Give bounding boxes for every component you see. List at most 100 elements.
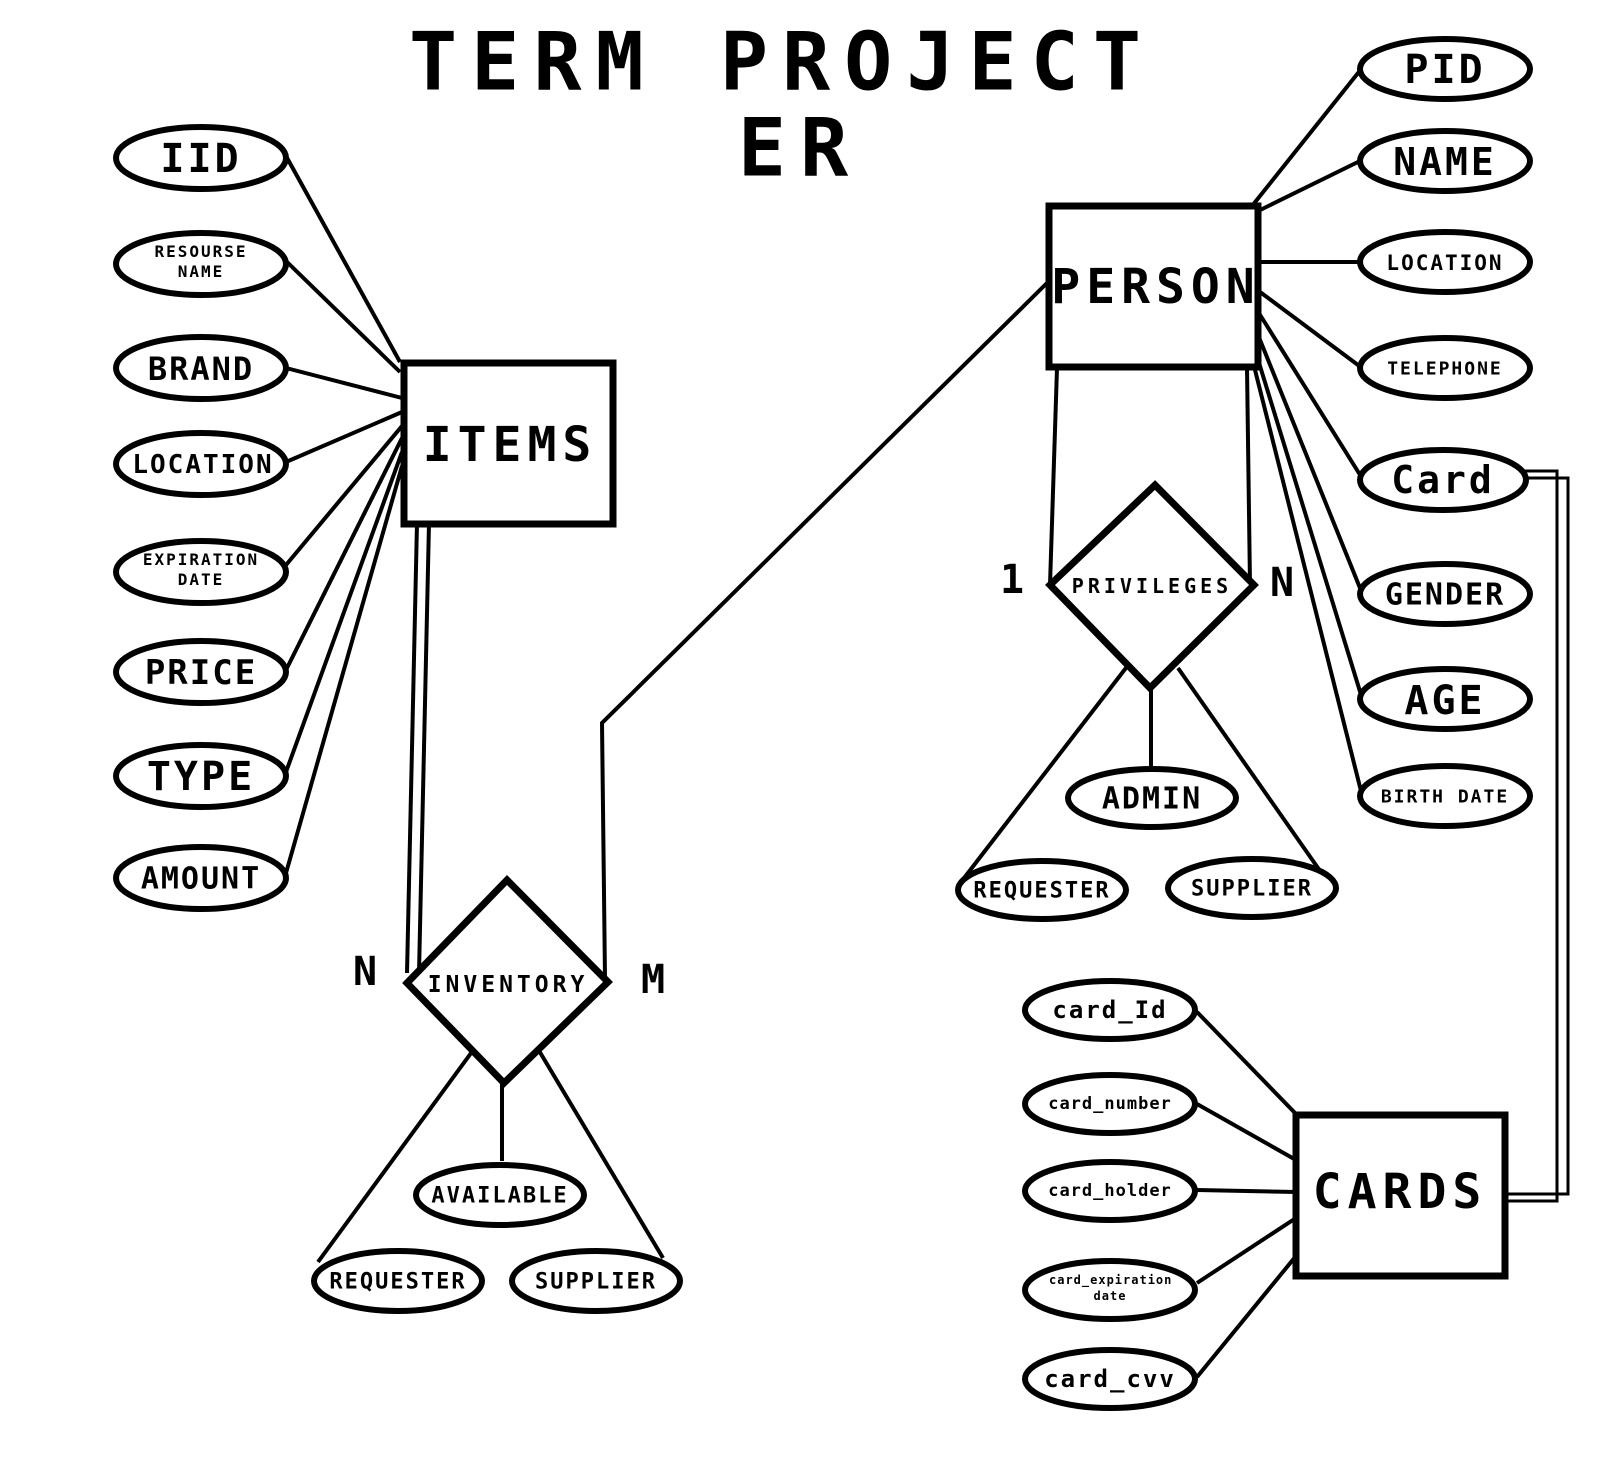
svg-text:card_number: card_number <box>1048 1094 1172 1114</box>
items-attribute-price: PRICE <box>113 638 289 706</box>
svg-text:PID: PID <box>1404 47 1485 93</box>
person-attribute-card: Card <box>1357 447 1529 513</box>
entity-cards-label: CARDS <box>1313 1164 1488 1220</box>
link-card-id <box>1195 1010 1298 1116</box>
items-attribute-location: LOCATION <box>113 430 289 498</box>
link-gender <box>1250 319 1364 594</box>
svg-text:BRAND: BRAND <box>148 350 254 388</box>
svg-text:TYPE: TYPE <box>147 754 255 800</box>
privileges-cardinality-1: 1 <box>1000 557 1024 603</box>
svg-text:GENDER: GENDER <box>1385 578 1505 613</box>
items-attribute-amount: AMOUNT <box>113 844 289 912</box>
link-inventory-requester <box>316 1047 476 1264</box>
inventory-attribute-supplier: SUPPLIER <box>509 1248 683 1314</box>
person-attribute-age: AGE <box>1357 666 1533 732</box>
svg-text:AMOUNT: AMOUNT <box>141 862 261 897</box>
link-card-holder <box>1196 1188 1297 1194</box>
svg-text:card_Id: card_Id <box>1052 996 1167 1024</box>
link-name <box>1251 158 1363 216</box>
items-attribute-brand: BRAND <box>113 334 289 402</box>
items-attribute-expiration-date: EXPIRATION DATE <box>113 538 289 606</box>
svg-text:Card: Card <box>1391 458 1495 502</box>
person-attribute-gender: GENDER <box>1357 561 1533 627</box>
link-privileges-supplier <box>1176 666 1327 880</box>
person-attribute-pid: PID <box>1357 36 1533 102</box>
link-card-cards-b <box>1507 476 1570 1196</box>
link-person-privileges-left <box>1048 367 1059 586</box>
svg-text:REQUESTER: REQUESTER <box>329 1270 466 1295</box>
cards-attribute-card-expiration-date: card_expiration date <box>1022 1258 1198 1322</box>
items-attribute-type: TYPE <box>113 742 289 810</box>
link-type <box>284 451 404 773</box>
svg-text:SUPPLIER: SUPPLIER <box>1191 877 1313 902</box>
link-card-expiration <box>1195 1216 1298 1285</box>
link-items-inventory-a <box>405 522 419 974</box>
items-attribute-resourse-name: RESOURSE NAME <box>113 230 289 298</box>
entity-cards: CARDS <box>1292 1111 1509 1280</box>
relationship-privileges-label: PRIVILEGES <box>1072 574 1232 598</box>
svg-text:IID: IID <box>160 136 241 182</box>
link-pid <box>1250 66 1364 208</box>
relationship-privileges: PRIVILEGES <box>1045 480 1259 693</box>
link-telephone <box>1250 284 1364 370</box>
link-person-privileges-right <box>1245 367 1252 586</box>
entity-person-label: PERSON <box>1051 259 1260 315</box>
inventory-attribute-requester: REQUESTER <box>311 1248 485 1314</box>
link-iid <box>284 155 402 363</box>
link-birth-date <box>1250 357 1364 796</box>
entity-items-label: ITEMS <box>423 417 598 473</box>
link-card <box>1250 300 1364 480</box>
diagram-title-line2: ER <box>738 102 862 195</box>
diagram-title-line1: TERM PROJECT <box>409 16 1155 109</box>
link-items-location <box>285 410 403 464</box>
link-card-cvv <box>1195 1254 1298 1379</box>
cards-attribute-card-holder: card_holder <box>1022 1159 1198 1223</box>
link-brand <box>285 366 403 400</box>
privileges-cardinality-n: N <box>1270 560 1294 606</box>
privileges-attribute-admin: ADMIN <box>1065 766 1239 830</box>
items-attribute-iid: IID <box>113 124 289 192</box>
svg-text:LOCATION: LOCATION <box>132 450 273 480</box>
svg-text:SUPPLIER: SUPPLIER <box>535 1270 657 1295</box>
svg-text:ADMIN: ADMIN <box>1102 782 1202 817</box>
inventory-cardinality-n: N <box>353 949 377 995</box>
privileges-attribute-requester: REQUESTER <box>955 858 1129 922</box>
cards-attribute-card-id: card_Id <box>1022 978 1198 1042</box>
link-price <box>284 437 404 671</box>
relationship-inventory-label: INVENTORY <box>428 972 589 998</box>
person-attribute-telephone: TELEPHONE <box>1357 335 1533 401</box>
inventory-attribute-available: AVAILABLE <box>413 1162 587 1228</box>
svg-text:PRICE: PRICE <box>145 653 257 693</box>
svg-text:AVAILABLE: AVAILABLE <box>431 1184 568 1209</box>
link-privileges-requester <box>959 662 1131 884</box>
link-items-inventory-b <box>417 522 431 974</box>
cards-attribute-card-cvv: card_cvv <box>1022 1347 1198 1411</box>
link-amount <box>284 465 404 874</box>
link-inventory-person <box>599 279 1051 980</box>
relationship-inventory: INVENTORY <box>402 875 613 1088</box>
link-age <box>1250 339 1364 699</box>
link-card-number <box>1196 1102 1297 1162</box>
svg-text:BIRTH DATE: BIRTH DATE <box>1381 787 1509 808</box>
link-resourse-name <box>284 259 402 374</box>
link-inventory-supplier <box>533 1042 665 1260</box>
link-card-cards-a <box>1507 469 1559 1203</box>
person-attribute-name: NAME <box>1357 128 1533 194</box>
person-attribute-location: LOCATION <box>1357 229 1533 295</box>
entity-person: PERSON <box>1045 202 1262 371</box>
connector-lines <box>284 66 1570 1379</box>
person-attribute-birth-date: BIRTH DATE <box>1357 763 1533 829</box>
cards-attribute-card-number: card_number <box>1022 1072 1198 1136</box>
svg-text:REQUESTER: REQUESTER <box>973 879 1110 904</box>
inventory-cardinality-m: M <box>641 957 665 1003</box>
svg-text:card_cvv: card_cvv <box>1044 1365 1176 1393</box>
entity-items: ITEMS <box>400 359 617 528</box>
link-expiration-date <box>284 424 404 567</box>
privileges-attribute-supplier: SUPPLIER <box>1165 856 1339 920</box>
svg-text:TELEPHONE: TELEPHONE <box>1387 359 1503 380</box>
svg-text:NAME: NAME <box>1393 140 1497 184</box>
svg-text:card_holder: card_holder <box>1048 1181 1172 1201</box>
svg-text:LOCATION: LOCATION <box>1386 251 1503 275</box>
svg-text:AGE: AGE <box>1404 678 1485 724</box>
